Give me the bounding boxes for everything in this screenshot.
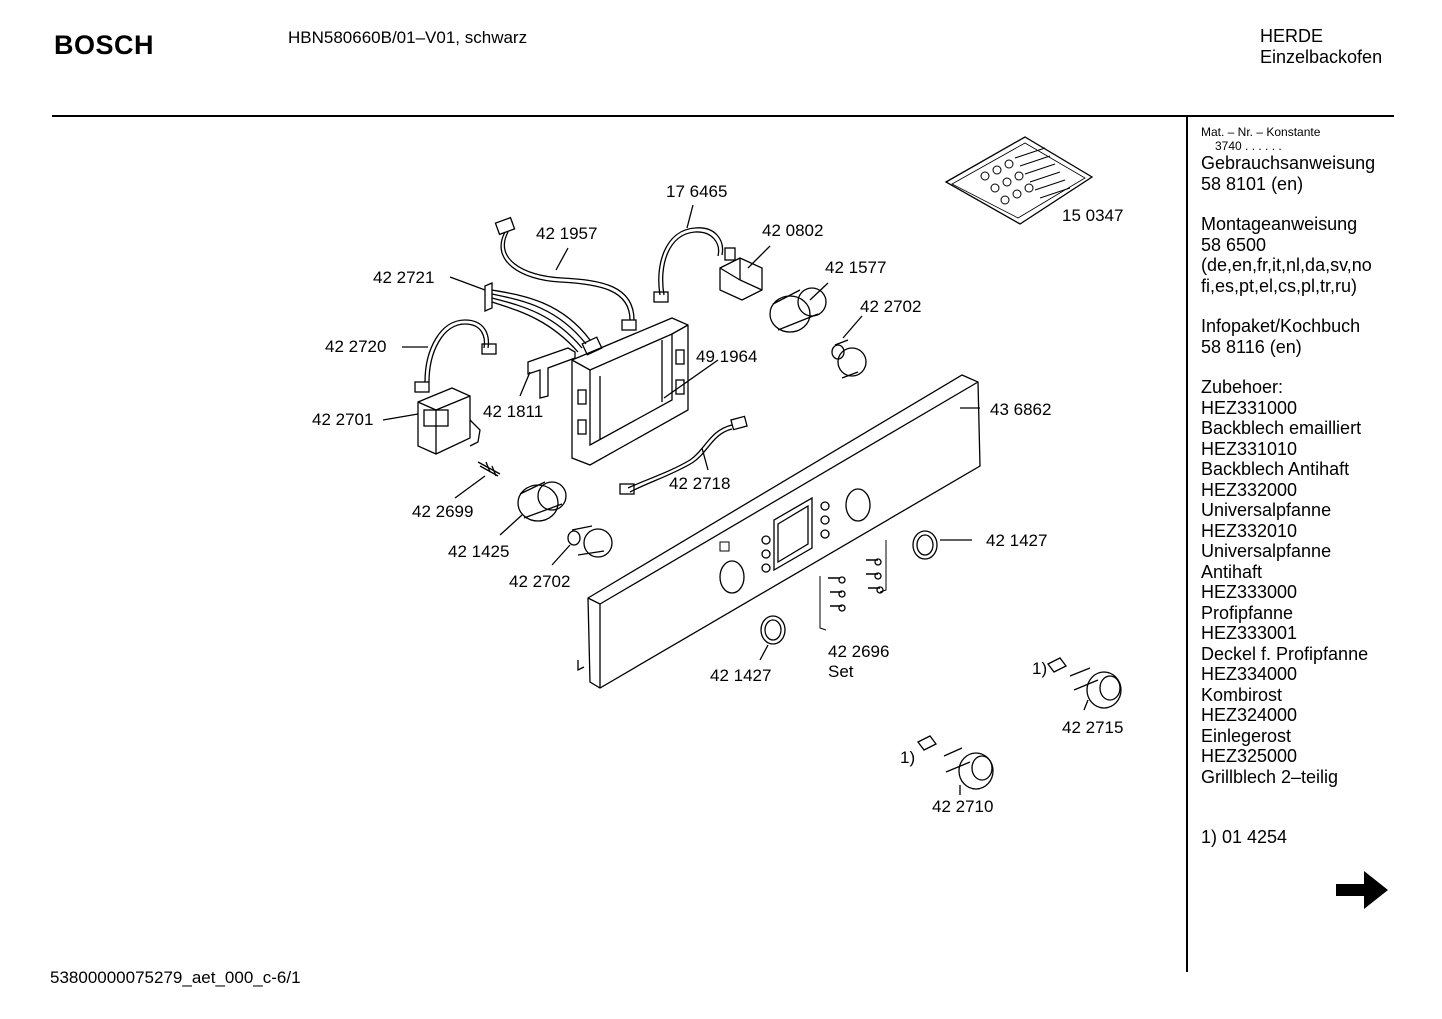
sidebar-line: HEZ332000 <box>1201 479 1298 500</box>
sidebar-line: Backblech Antihaft <box>1201 459 1350 479</box>
switch-422701 <box>417 387 481 455</box>
arrow-right-icon[interactable] <box>1334 868 1390 912</box>
sidebar-line: fi,es,pt,el,cs,pl,tr,ru) <box>1201 275 1358 296</box>
part-label: 15 0347 <box>1062 206 1124 225</box>
sidebar-footnote: 1) 01 4254 <box>1201 827 1288 847</box>
ring-421427-lower <box>760 615 786 645</box>
sidebar-line: HEZ334000 <box>1201 664 1298 684</box>
part-label: 42 2710 <box>932 797 994 816</box>
sidebar-line: 58 6500 <box>1201 234 1267 255</box>
sidebar-line: Universalpfanne <box>1201 500 1332 520</box>
part-label: 42 2696 <box>828 642 890 661</box>
wiring-harness-422720 <box>414 319 497 393</box>
knob-housing-421425 <box>517 481 567 522</box>
part-label: 42 1957 <box>536 224 598 243</box>
sidebar-spacer <box>1201 194 1375 214</box>
part-label: 17 6465 <box>666 182 728 201</box>
part-label: 49 1964 <box>696 347 758 366</box>
brand-logo: BOSCH <box>54 30 155 60</box>
sidebar-line: Universalpfanne <box>1201 541 1332 561</box>
sidebar-spacer <box>1201 296 1375 316</box>
part-label: 42 2701 <box>312 410 374 429</box>
part-label: Set <box>828 662 854 681</box>
accessories-sidebar: Mat. – Nr. – Konstante 3740 . . . . . . … <box>1201 125 1375 848</box>
sidebar-line: HEZ324000 <box>1201 705 1298 725</box>
knob-422715 <box>1047 657 1122 709</box>
footnote-marker: 1) <box>900 748 916 767</box>
sidebar-spacer <box>1201 357 1375 377</box>
front-panel-436862 <box>577 374 981 689</box>
sidebar-line: Profipfanne <box>1201 602 1294 623</box>
wiring-harness-421957 <box>494 216 637 331</box>
part-label: 42 2702 <box>860 297 922 316</box>
sidebar-line: HEZ331000 <box>1201 397 1298 418</box>
sidebar-line: Antihaft <box>1201 561 1263 582</box>
footnote-marker: 1) <box>1032 659 1048 678</box>
part-label: 42 1425 <box>448 542 510 561</box>
knob-422710 <box>917 735 994 790</box>
part-label: 42 2721 <box>373 268 435 287</box>
part-label: 42 2720 <box>325 337 387 356</box>
sidebar-line: Montageanweisung <box>1201 214 1358 234</box>
sidebar-line: Deckel f. Profipfanne <box>1201 643 1369 664</box>
sidebar-line: HEZ333000 <box>1201 582 1298 602</box>
sidebar-line: HEZ333001 <box>1201 623 1298 643</box>
sidebar-line: Einlegerost <box>1201 725 1292 746</box>
knob-housing-421577 <box>769 287 827 333</box>
mounting-frame-491964 <box>571 317 689 466</box>
sidebar-line: Gebrauchsanweisung <box>1201 153 1376 173</box>
knob-422702-upper <box>831 339 867 379</box>
category-subtitle: Einzelbackofen <box>1260 47 1383 67</box>
part-label: 43 6862 <box>990 400 1052 419</box>
part-label: 42 1811 <box>483 402 544 421</box>
knob-422702-lower <box>567 525 613 558</box>
part-label: 42 2702 <box>509 572 571 591</box>
model-number: HBN580660B/01–V01, schwarz <box>288 28 528 47</box>
leader-lines <box>382 204 1089 795</box>
bracket-421811 <box>527 347 576 399</box>
header-divider <box>52 115 1394 117</box>
sidebar-line: Backblech emailliert <box>1201 418 1362 438</box>
sidebar-line: HEZ325000 <box>1201 746 1298 766</box>
sidebar-line: (de,en,fr,it,nl,da,sv,no <box>1201 255 1372 275</box>
wiring-harness-422718 <box>619 415 748 495</box>
part-label: 42 1577 <box>825 258 887 277</box>
sidebar-line: 58 8116 (en) <box>1201 336 1302 357</box>
sidebar-line: Infopaket/Kochbuch <box>1201 316 1361 336</box>
sidebar-line: Grillblech 2–teilig <box>1201 766 1339 787</box>
part-label: 42 0802 <box>762 221 824 240</box>
part-label: 42 2718 <box>669 474 731 493</box>
sidebar-line: HEZ331010 <box>1201 438 1298 459</box>
flat-cable-422721 <box>484 282 603 356</box>
part-label: 42 2715 <box>1062 718 1124 737</box>
ring-421427-upper <box>912 530 938 560</box>
sidebar-line: Zubehoer: <box>1201 377 1284 397</box>
mat-number-header: Mat. – Nr. – Konstante <box>1201 125 1321 139</box>
screw-bag-drawing <box>944 136 1094 225</box>
part-label: 42 1427 <box>986 531 1048 550</box>
part-label: 42 2699 <box>412 502 474 521</box>
connector-block-420802 <box>719 247 763 301</box>
sidebar-line: Kombirost <box>1201 684 1283 705</box>
sidebar-divider <box>1186 116 1188 972</box>
mat-number-value: 3740 . . . . . . <box>1215 139 1282 153</box>
wiring-harness-176465 <box>653 227 724 303</box>
document-code: 53800000075279_aet_000_c-6/1 <box>50 968 301 987</box>
category-title: HERDE <box>1260 26 1324 46</box>
spindle-422699 <box>477 461 501 477</box>
screw-set-422696 <box>819 540 887 631</box>
sidebar-line: 58 8101 (en) <box>1201 173 1304 194</box>
sidebar-line: HEZ332010 <box>1201 520 1298 541</box>
part-label: 42 1427 <box>710 666 772 685</box>
